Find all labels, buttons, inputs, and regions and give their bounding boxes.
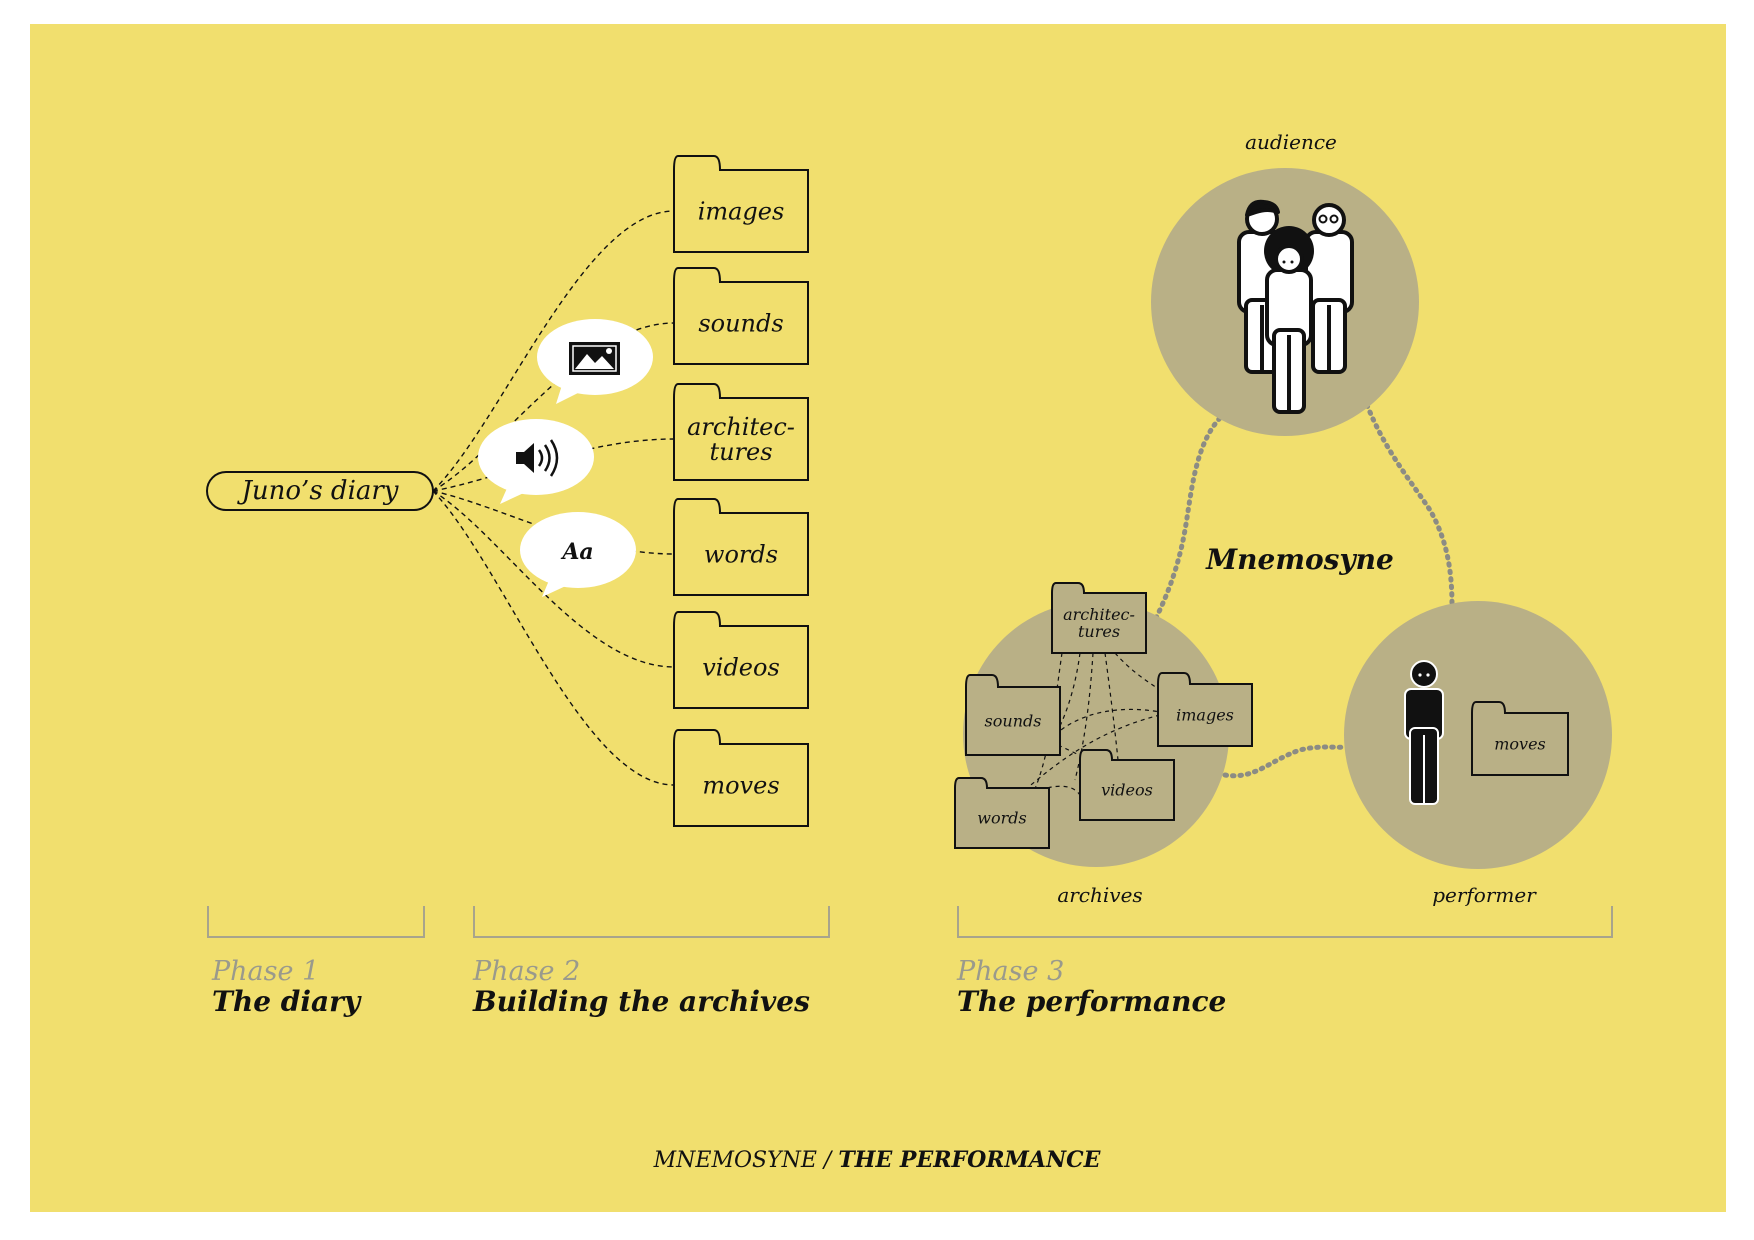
diary-label: Juno’s diary: [236, 476, 398, 506]
performer-label: performer: [1432, 883, 1537, 907]
phase-3-title: The performance: [957, 985, 1226, 1018]
text-icon: Aa: [560, 539, 593, 565]
folder-videos-label: videos: [702, 653, 780, 681]
folder-sounds: sounds: [673, 267, 809, 365]
folder-sounds-label: sounds: [698, 309, 783, 337]
archive-folder-sounds: sounds: [965, 674, 1061, 756]
phase-2-number: Phase 2: [472, 956, 580, 987]
mnemosyne-label: Mnemosyne: [1205, 543, 1394, 576]
folder-videos: videos: [673, 611, 809, 709]
folder-words: words: [673, 498, 809, 596]
diary-connector: [432, 322, 675, 492]
archive-folder-architectures-label: architec-: [1063, 605, 1135, 624]
phase-2-title: Building the archives: [472, 985, 810, 1018]
archive-folder-images-label: images: [1176, 706, 1234, 725]
performer-folder-moves: moves: [1471, 701, 1569, 776]
text-bubble: Aa: [520, 512, 636, 597]
folder-moves: moves: [673, 729, 809, 827]
folder-moves-label: moves: [702, 771, 779, 799]
phase-1-title: The diary: [212, 985, 362, 1018]
folder-images-label: images: [698, 197, 785, 225]
footer-left: MNEMOSYNE /: [653, 1148, 839, 1173]
phase-3-number: Phase 3: [956, 956, 1064, 987]
diary-pill: Juno’s diary: [206, 471, 434, 511]
archive-folder-videos-label: videos: [1101, 781, 1153, 800]
footer-right: THE PERFORMANCE: [838, 1147, 1101, 1173]
archive-folder-videos: videos: [1079, 749, 1175, 821]
performance-connectors: [1152, 402, 1455, 779]
phase-brackets: [207, 906, 1613, 938]
diary-connector: [432, 210, 675, 492]
phase-3-diagram: architec-tures sounds images videos words mov…: [954, 130, 1612, 907]
speaker-icon: [516, 439, 559, 477]
sound-bubble: [478, 419, 594, 504]
archive-folders: architec-tures sounds images videos words mov…: [954, 582, 1569, 849]
folder-architectures-label: architec-: [687, 413, 795, 441]
archive-folder-words: words: [954, 777, 1050, 849]
folder-images: images: [673, 155, 809, 253]
phase-1-2-diagram: Aa Juno’s diary images sounds architec-tur…: [206, 155, 809, 827]
performer-folder-moves-label: moves: [1494, 735, 1546, 754]
folder-architectures: architec-tures: [673, 383, 809, 481]
performer-figure-icon: [1404, 660, 1444, 805]
audience-label: audience: [1245, 130, 1337, 154]
folder-words-label: words: [704, 540, 778, 568]
footer-title: MNEMOSYNE / THE PERFORMANCE: [653, 1147, 1102, 1173]
image-icon: [569, 342, 620, 375]
archives-label: archives: [1057, 883, 1142, 907]
archive-folder-words-label: words: [977, 809, 1026, 828]
diary-connector: [432, 490, 675, 668]
diary-connector: [432, 490, 675, 786]
person-afro-icon: [1264, 226, 1314, 414]
phase-2-folders: images sounds architec-tures words videos mov…: [673, 155, 809, 827]
person-glasses-icon: [1304, 203, 1354, 374]
phase-1-number: Phase 1: [211, 956, 319, 987]
archive-folder-architectures-label: tures: [1078, 622, 1120, 641]
folder-architectures-label: tures: [709, 438, 772, 466]
archive-folder-images: images: [1157, 672, 1253, 747]
image-bubble: [537, 319, 653, 404]
archive-folder-sounds-label: sounds: [985, 712, 1042, 731]
audience-figures: [1237, 199, 1354, 414]
archive-folder-architectures: architec-tures: [1051, 582, 1147, 654]
